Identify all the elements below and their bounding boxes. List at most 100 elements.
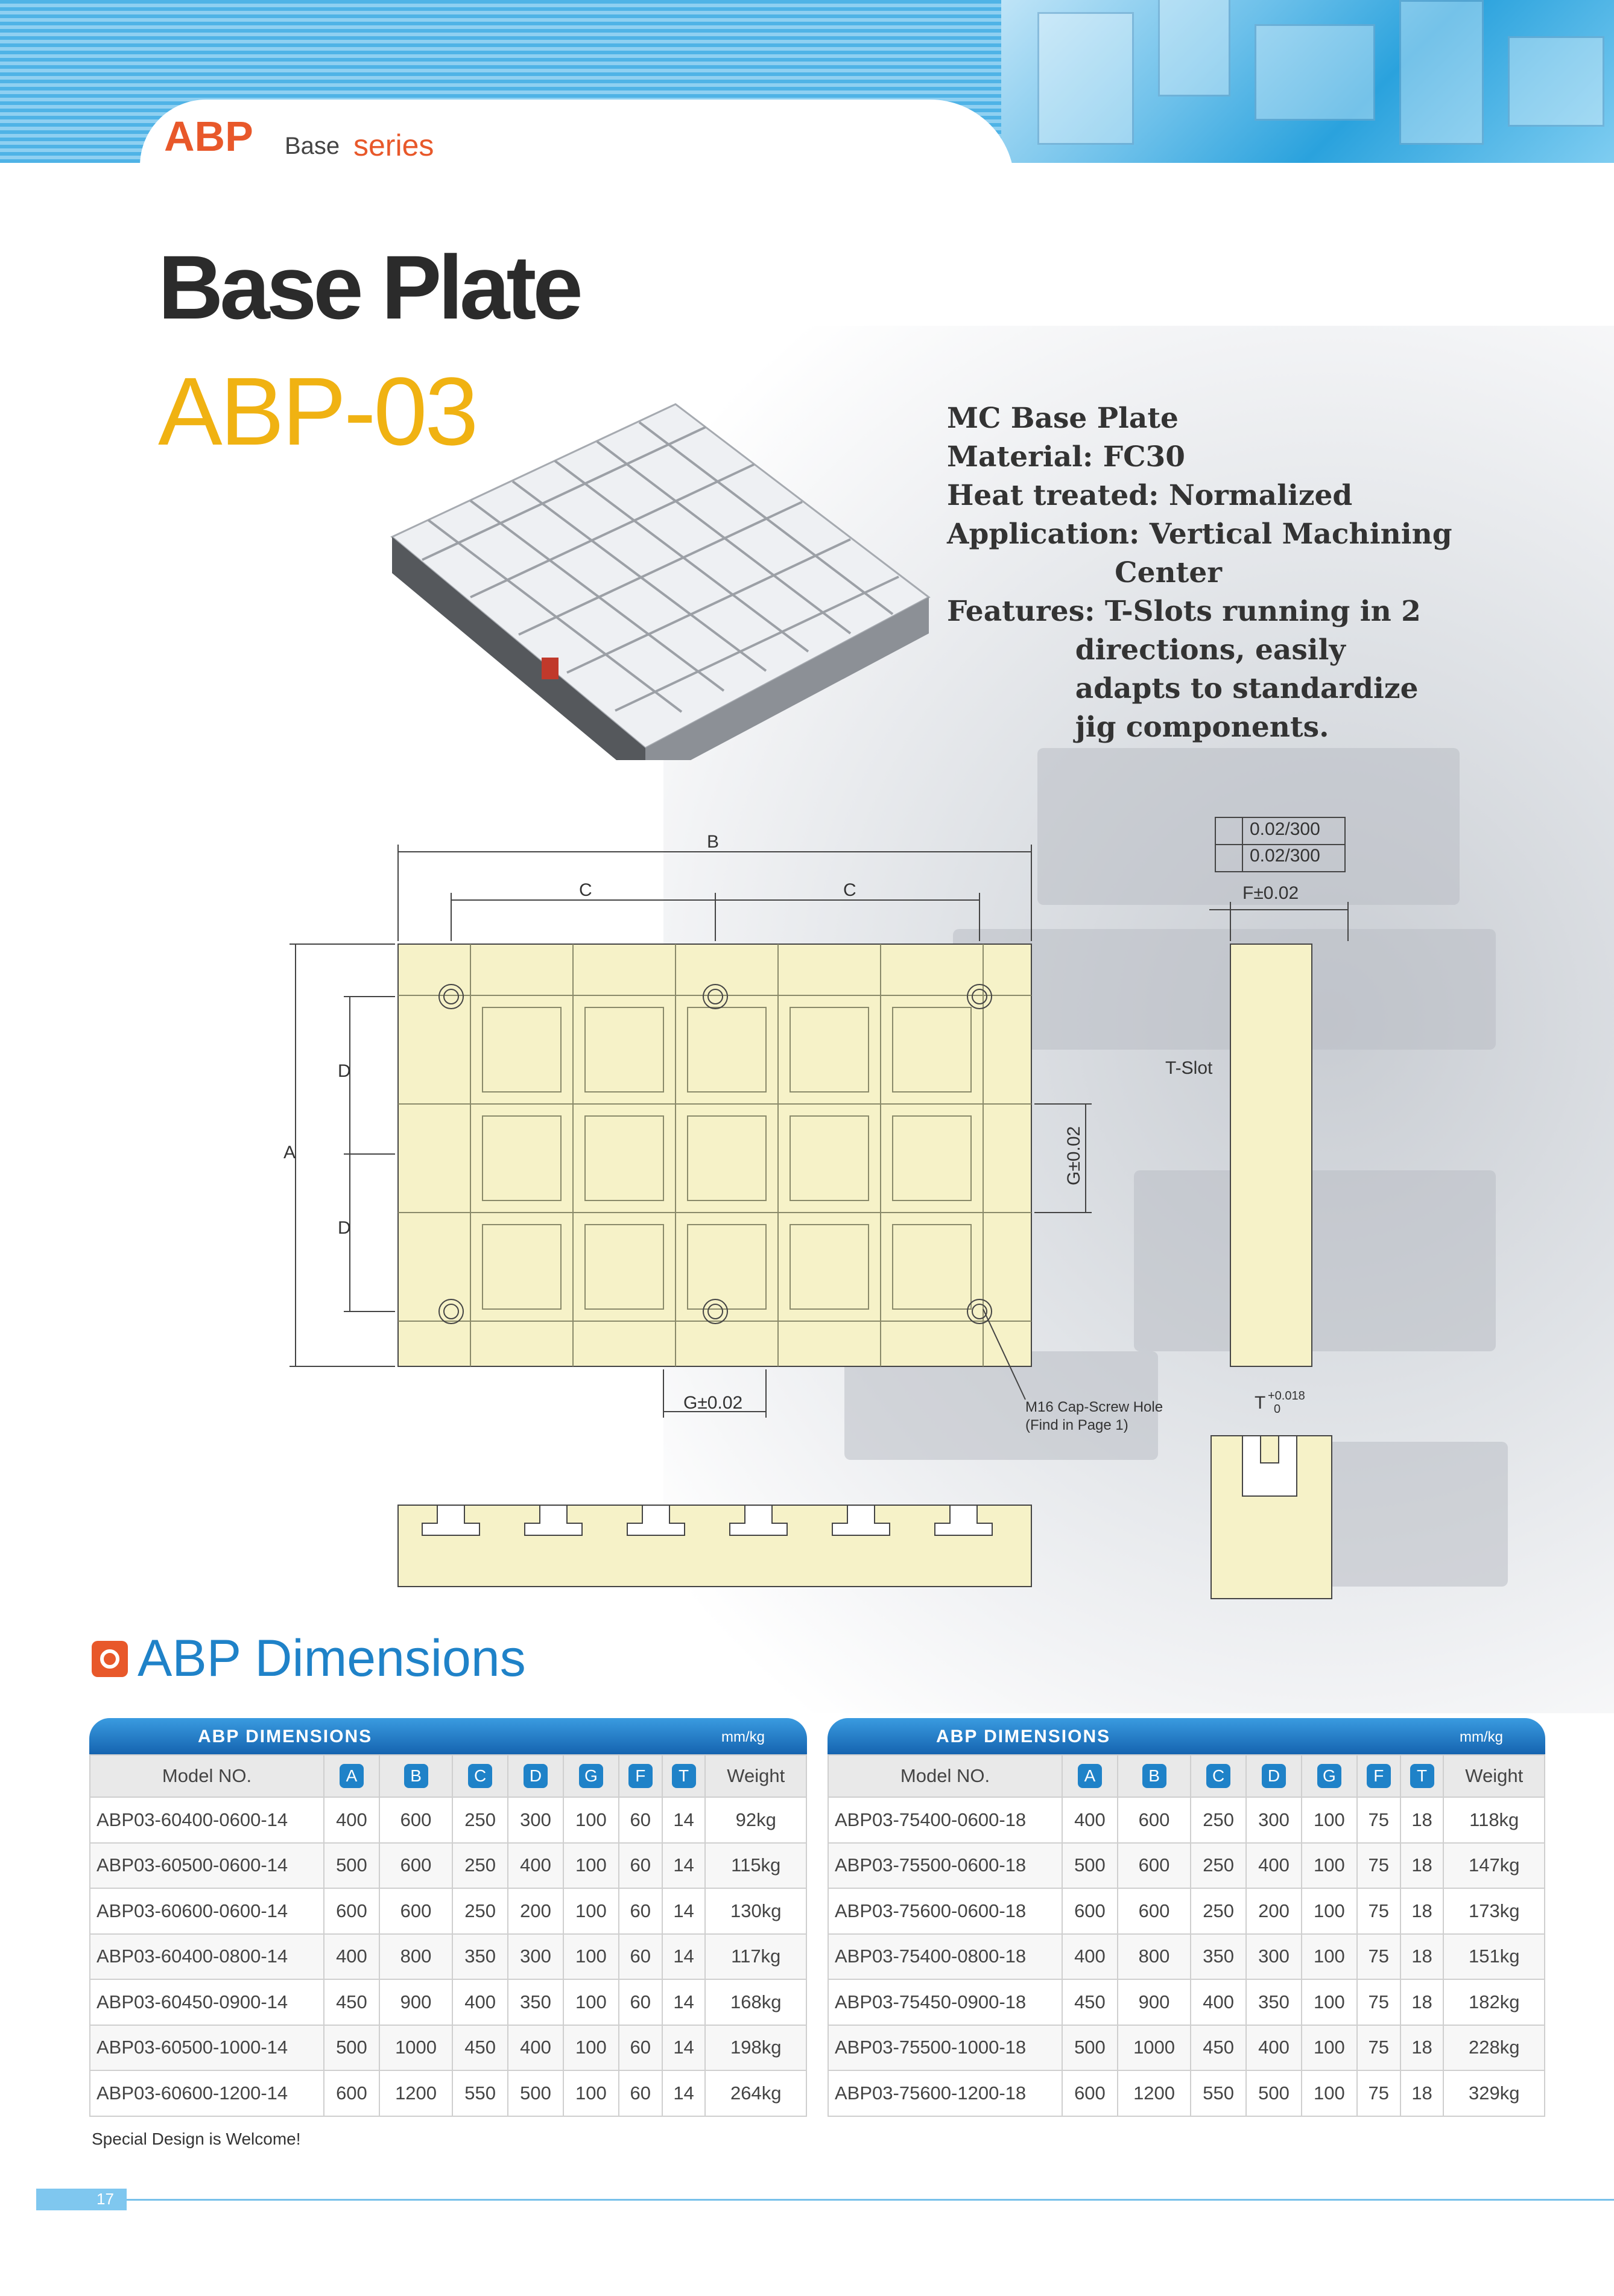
table-cell: 100 — [562, 1797, 619, 1844]
col-model: Model NO. — [89, 1754, 324, 1798]
dim-c: C — [843, 880, 856, 900]
dim-t-upper: +0.018 — [1268, 1389, 1305, 1403]
table-cell: 800 — [1116, 1933, 1192, 1980]
col-f: F — [628, 1764, 653, 1788]
table-cell: 550 — [452, 2070, 509, 2117]
table-cell: 800 — [378, 1933, 454, 1980]
table-cell: 14 — [661, 1797, 706, 1844]
table-cell: 400 — [507, 1842, 564, 1889]
table-cell: 500 — [1062, 2024, 1118, 2071]
table-cell: 200 — [1245, 1888, 1302, 1935]
table-cell: 400 — [1062, 1797, 1118, 1844]
header-series: series — [353, 128, 434, 162]
dim-g-vertical: G±0.02 — [1064, 1126, 1084, 1185]
col-b: B — [404, 1764, 428, 1788]
cell-model: ABP03-60600-1200-14 — [89, 2070, 324, 2117]
table-cell: 75 — [1356, 1888, 1401, 1935]
cell-model: ABP03-60500-0600-14 — [89, 1842, 324, 1889]
table-cell: 75 — [1356, 1797, 1401, 1844]
table-cell: 198kg — [704, 2024, 807, 2071]
table-title: ABP DIMENSIONS — [198, 1727, 373, 1746]
table-cell: 18 — [1399, 1933, 1445, 1980]
col-model: Model NO. — [828, 1754, 1063, 1798]
footnote: Special Design is Welcome! — [92, 2130, 301, 2148]
table-cell: 18 — [1399, 2070, 1445, 2117]
table-cell: 250 — [1190, 1797, 1247, 1844]
table-cell: 1000 — [1116, 2024, 1192, 2071]
table-cell: 75 — [1356, 2024, 1401, 2071]
col-b: B — [1142, 1764, 1166, 1788]
table-unit: mm/kg — [1460, 1729, 1503, 1745]
dim-t: T — [1255, 1393, 1265, 1413]
col-t: T — [1410, 1764, 1434, 1788]
table-cell: 300 — [1245, 1797, 1302, 1844]
table-cell: 60 — [618, 1933, 663, 1980]
col-a: A — [339, 1764, 364, 1788]
table-cell: 350 — [1190, 1933, 1247, 1980]
spec-line: directions, easily — [947, 633, 1346, 667]
table-cell: 250 — [452, 1797, 509, 1844]
table-cell: 600 — [378, 1888, 454, 1935]
table-cell: 100 — [1300, 1797, 1358, 1844]
col-t: T — [671, 1764, 696, 1788]
table-cell: 300 — [507, 1933, 564, 1980]
table-cell: 450 — [1190, 2024, 1247, 2071]
table-cell: 173kg — [1443, 1888, 1545, 1935]
table-cell: 400 — [1062, 1933, 1118, 1980]
table-cell: 18 — [1399, 1842, 1445, 1889]
col-g: G — [1317, 1764, 1341, 1788]
table-cell: 60 — [618, 2024, 663, 2071]
tslot-label: T-Slot — [1165, 1058, 1213, 1078]
table-cell: 250 — [452, 1888, 509, 1935]
col-c: C — [1206, 1764, 1231, 1788]
section-icon — [92, 1641, 128, 1677]
table-cell: 329kg — [1443, 2070, 1545, 2117]
dimensions-table-left: ABP DIMENSIONS mm/kg Model NO. A B C D G… — [89, 1718, 807, 2117]
table-cell: 250 — [1190, 1842, 1247, 1889]
table-cell: 400 — [452, 1979, 509, 2026]
table-cell: 115kg — [704, 1842, 807, 1889]
table-cell: 92kg — [704, 1797, 807, 1844]
table-cell: 147kg — [1443, 1842, 1545, 1889]
table-cell: 60 — [618, 1842, 663, 1889]
dimensions-table-right: ABP DIMENSIONS mm/kg Model NO. A B C D G… — [828, 1718, 1545, 2117]
table-cell: 400 — [1245, 2024, 1302, 2071]
dim-g-horizontal: G±0.02 — [683, 1393, 742, 1413]
dim-a: A — [283, 1143, 296, 1162]
table-cell: 1200 — [378, 2070, 454, 2117]
table-cell: 100 — [562, 1933, 619, 1980]
spec-line: Heat treated: Normalized — [947, 479, 1353, 512]
table-cell: 14 — [661, 1979, 706, 2026]
table-cell: 1200 — [1116, 2070, 1192, 2117]
footer-tab — [36, 2189, 127, 2210]
spec-line: Features: T-Slots running in 2 — [947, 595, 1421, 628]
table-cell: 18 — [1399, 1797, 1445, 1844]
table-cell: 151kg — [1443, 1933, 1545, 1980]
table-cell: 100 — [562, 2070, 619, 2117]
cell-model: ABP03-75600-1200-18 — [828, 2070, 1063, 2117]
spec-line: adapts to standardize — [947, 672, 1419, 705]
table-cell: 14 — [661, 2070, 706, 2117]
table-cell: 300 — [507, 1797, 564, 1844]
product-image — [390, 403, 931, 760]
cell-model: ABP03-60450-0900-14 — [89, 1979, 324, 2026]
col-g: G — [578, 1764, 603, 1788]
table-header-row: Model NO. A B C D G F T Weight — [89, 1754, 807, 1798]
table-cell: 600 — [1116, 1797, 1192, 1844]
table-cell: 350 — [452, 1933, 509, 1980]
table-cell: 600 — [1062, 1888, 1118, 1935]
header-brand: ABP — [164, 113, 253, 160]
table-cell: 14 — [661, 1933, 706, 1980]
col-d: D — [1262, 1764, 1286, 1788]
table-cell: 450 — [1062, 1979, 1118, 2026]
table-cell: 118kg — [1443, 1797, 1545, 1844]
table-header: ABP DIMENSIONS mm/kg — [828, 1718, 1545, 1754]
dim-t-lower: 0 — [1274, 1403, 1280, 1416]
table: Model NO. A B C D G F T Weight ABP03-604… — [89, 1754, 807, 2117]
